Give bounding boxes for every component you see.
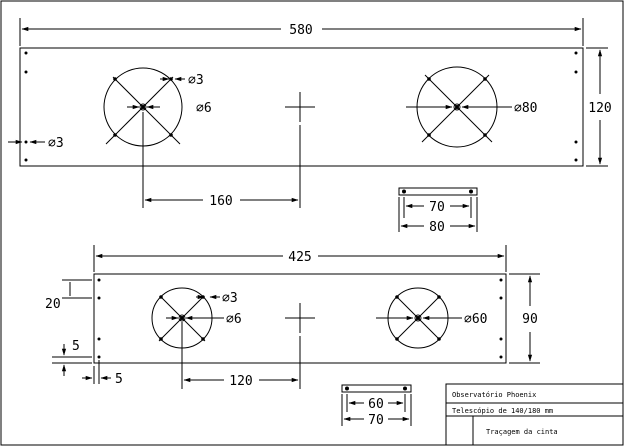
top-plate-labels: 580 120 ⌀3 ⌀6 ⌀3 ⌀80 160: [48, 23, 612, 209]
title-block-line3: Traçagem da cinta: [486, 428, 558, 436]
top-hole-right-label: ⌀80: [514, 101, 537, 116]
title-block: [445, 383, 624, 446]
bottom-bracket-inner-label: 60: [368, 397, 384, 412]
top-bracket-outer-label: 80: [429, 220, 445, 235]
top-plate-edge-holes: [24, 51, 578, 162]
bottom-hole-right-label: ⌀60: [464, 312, 487, 327]
bottom-bracket-outer-label: 70: [368, 413, 384, 428]
bottom-offset-5-horizontal-label: 5: [115, 372, 123, 387]
bottom-offset-20-label: 20: [45, 297, 61, 312]
top-plate-dimensions: [8, 18, 608, 208]
top-plate-outline: [19, 47, 584, 167]
title-block-line2: Telescópio de 140/180 mm: [452, 407, 553, 415]
top-width-label: 580: [289, 23, 312, 38]
bottom-height-label: 90: [522, 312, 538, 327]
title-block-line1: Observatório Phoenix: [452, 391, 536, 399]
top-spacing-label: 160: [209, 194, 232, 209]
bottom-plate-dimensions: [52, 245, 540, 389]
top-edge-hole-label: ⌀3: [48, 136, 64, 151]
bottom-bracket: [341, 384, 412, 426]
bottom-spacing-label: 120: [229, 374, 252, 389]
top-bracket-inner-label: 70: [429, 200, 445, 215]
bottom-hole-large-label: ⌀6: [226, 312, 242, 327]
bottom-offset-5-vertical-label: 5: [72, 339, 80, 354]
bottom-plate-edge-holes: [97, 278, 503, 359]
top-hole-large-label: ⌀6: [196, 101, 212, 116]
bottom-width-label: 425: [288, 250, 311, 265]
bottom-plate-labels: 425 90 20 5 5 ⌀3 ⌀6 ⌀60 120: [45, 250, 538, 389]
bottom-hole-small-label: ⌀3: [222, 291, 238, 306]
top-hole-small-label: ⌀3: [188, 73, 204, 88]
top-height-label: 120: [588, 101, 611, 116]
top-plate: [19, 47, 584, 167]
top-bracket: [398, 187, 478, 232]
top-left-hole-pattern: [103, 67, 183, 147]
